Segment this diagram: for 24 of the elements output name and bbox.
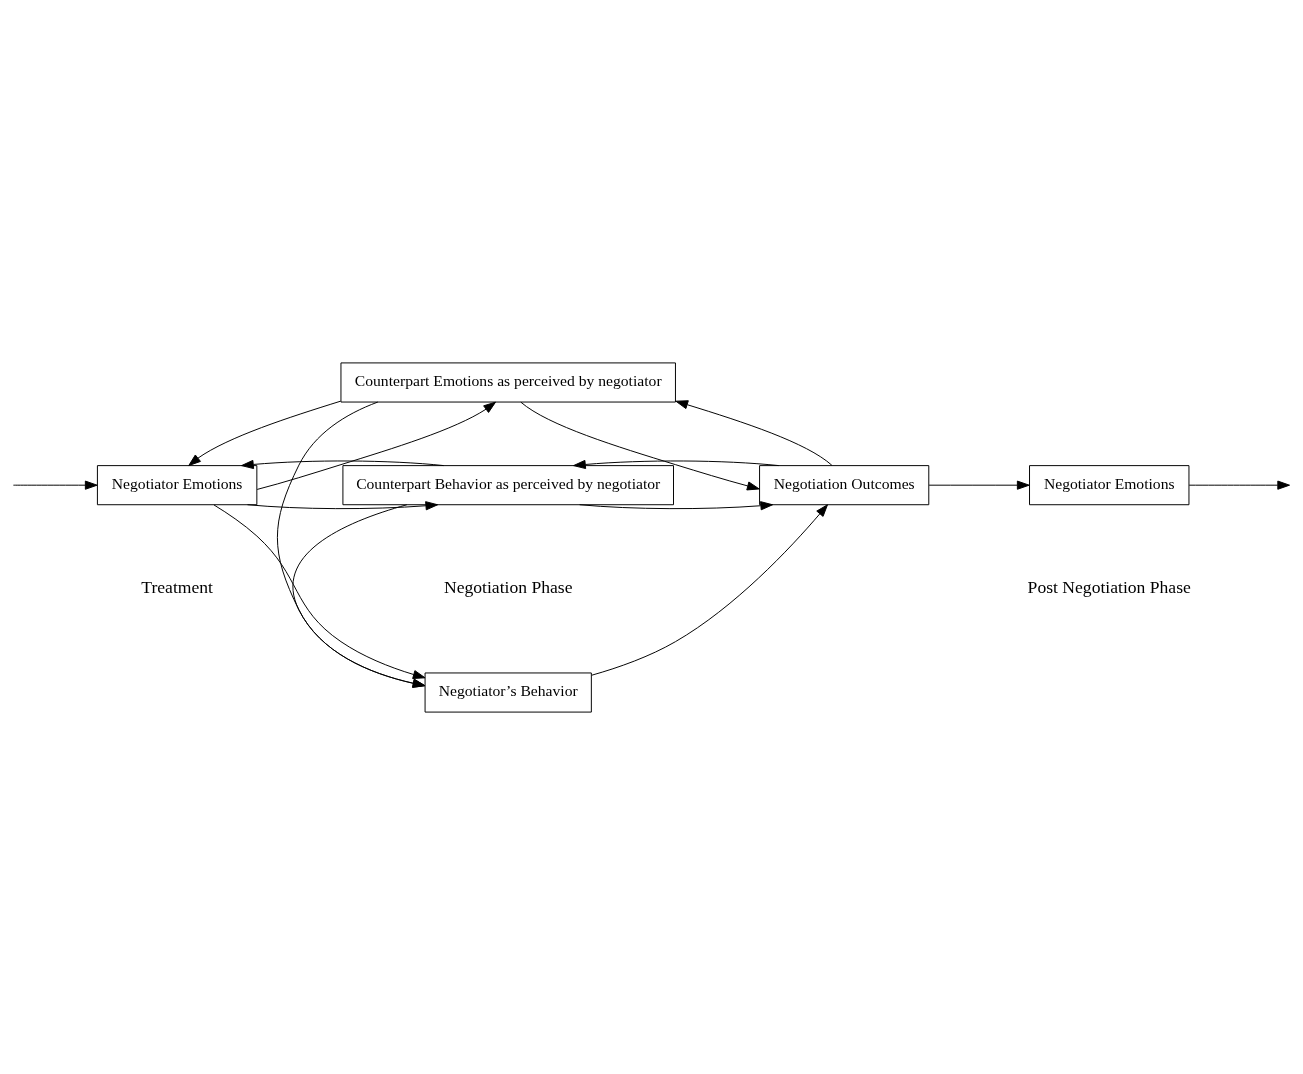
node-box: Negotiation Outcomes xyxy=(759,464,930,505)
arrow xyxy=(12,480,98,490)
arrow xyxy=(292,503,426,688)
arrow xyxy=(520,401,760,490)
arrow xyxy=(928,480,1030,490)
arrow xyxy=(1188,480,1291,490)
arrow xyxy=(675,399,833,466)
node-box: Negotiator’s Behavior xyxy=(424,671,592,713)
node-box: Negotiator Emotions xyxy=(1029,464,1190,505)
arrow xyxy=(241,459,445,469)
label: Post Negotiation Phase xyxy=(1027,576,1191,597)
node-box: Counterpart Behavior as perceived by negotiator xyxy=(342,464,674,505)
arrow xyxy=(247,500,439,510)
node-box: Counterpart Emotions as perceived by negotiator xyxy=(340,361,676,403)
arrow xyxy=(591,503,828,676)
arrow xyxy=(276,401,426,688)
arrow xyxy=(579,500,774,510)
arrow xyxy=(256,401,496,490)
arrow xyxy=(573,459,780,469)
arrow xyxy=(213,503,426,679)
label: Treatment xyxy=(141,576,213,597)
label: Negotiation Phase xyxy=(443,576,573,597)
arrow xyxy=(188,400,342,466)
node-box: Negotiator Emotions xyxy=(96,464,258,505)
